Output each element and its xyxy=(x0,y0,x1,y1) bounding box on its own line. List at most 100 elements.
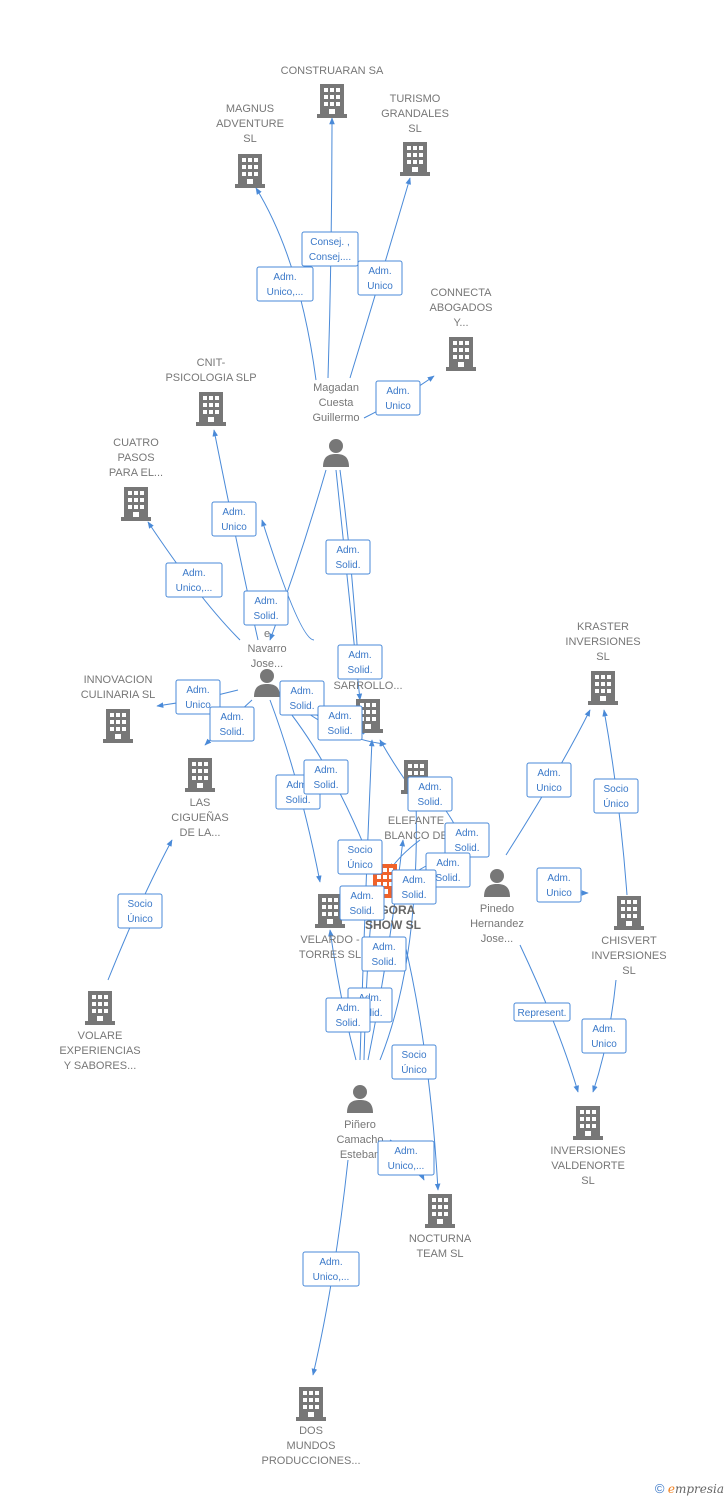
edge-label[interactable]: Adm.Solid. xyxy=(325,539,371,575)
edge-label-text: Unico xyxy=(185,700,211,711)
edge-label-text: Solid. xyxy=(253,611,278,622)
edge-label-text: Adm. xyxy=(273,272,296,283)
edge-label[interactable]: Adm.Unico xyxy=(536,867,582,903)
company-label: Y... xyxy=(453,317,468,329)
edge-label[interactable]: Adm.Unico,... xyxy=(302,1251,360,1287)
building-icon xyxy=(573,1106,603,1140)
edge-label-text: Solid. xyxy=(327,726,352,737)
edge-labels-layer: Consej. ,Consej....Adm.Unico,...Adm.Unic… xyxy=(117,231,639,1287)
edge-label-text: Solid. xyxy=(285,795,310,806)
building-icon xyxy=(400,142,430,176)
edge-label-text: Adm. xyxy=(455,828,478,839)
edge-label-text: Adm. xyxy=(592,1024,615,1035)
main-company-label: SHOW SL xyxy=(365,918,421,932)
edge-label-text: Solid. xyxy=(219,727,244,738)
building-icon xyxy=(296,1387,326,1421)
relationship-edge xyxy=(519,944,579,1093)
edge-label-text: Adm. xyxy=(290,686,313,697)
company-label: CONNECTA xyxy=(431,287,493,299)
edges-layer xyxy=(107,117,628,1376)
edge-label[interactable]: Adm.Unico,... xyxy=(377,1140,435,1176)
edge-label[interactable]: Adm.Solid. xyxy=(391,869,437,905)
edge-label[interactable]: Adm.Unico xyxy=(175,679,221,715)
edge-label[interactable]: Adm.Unico xyxy=(211,501,257,537)
edge-label-text: Socio xyxy=(127,899,152,910)
edge-label[interactable]: Adm.Unico xyxy=(526,762,572,798)
edge-label[interactable]: Adm.Solid. xyxy=(209,706,255,742)
edge-label[interactable]: Adm.Solid. xyxy=(337,644,383,680)
person-node-pinedo[interactable]: PinedoHernandezJose... xyxy=(470,869,524,945)
edge-label-text: Consej.... xyxy=(309,252,351,263)
edge-label[interactable]: Adm. Unico,... xyxy=(256,266,314,302)
edge-label[interactable]: Adm.Unico xyxy=(357,260,403,296)
company-label: MUNDOS xyxy=(287,1440,336,1452)
person-label: Navarro xyxy=(247,643,286,655)
person-label: Jose... xyxy=(251,658,283,670)
person-label: Piñero xyxy=(344,1119,376,1131)
edge-label-text: Socio xyxy=(347,845,372,856)
edge-label-text: Adm. xyxy=(182,568,205,579)
edge-label[interactable]: Represent. xyxy=(513,1002,571,1022)
company-label: LAS xyxy=(190,797,211,809)
edge-label[interactable]: Adm.Unico xyxy=(581,1018,627,1054)
edge-label[interactable]: Adm.Solid. xyxy=(339,885,385,921)
edge-label-text: Adm. xyxy=(547,873,570,884)
building-icon xyxy=(425,1194,455,1228)
edge-label[interactable]: Adm.Solid. xyxy=(279,680,325,716)
edge-label-text: Unico xyxy=(536,783,562,794)
edge-label-text: Unico,... xyxy=(267,287,304,298)
building-icon xyxy=(317,84,347,118)
company-node-dosmundos[interactable]: DOSMUNDOSPRODUCCIONES... xyxy=(261,1387,361,1467)
company-label: PARA EL... xyxy=(109,467,163,479)
company-node-velardo[interactable]: VELARDO -TORRES SL xyxy=(299,894,361,961)
edge-label-text: Solid. xyxy=(335,560,360,571)
edge-label-text: Adm. xyxy=(314,765,337,776)
edge-label-text: Unico,... xyxy=(388,1161,425,1172)
person-icon xyxy=(254,669,280,697)
edge-label[interactable]: Adm.Solid. xyxy=(444,822,490,858)
edge-label[interactable]: Adm.Solid. xyxy=(303,759,349,795)
edge-label[interactable]: Adm.Solid. xyxy=(243,590,289,626)
company-node-construaran[interactable]: CONSTRUARAN SA xyxy=(281,65,384,118)
edge-label-text: Consej. , xyxy=(310,237,349,248)
building-icon xyxy=(121,487,151,521)
company-label: EXPERIENCIAS xyxy=(59,1045,140,1057)
edge-label-text: Adm. xyxy=(328,711,351,722)
relationship-edge xyxy=(261,519,315,641)
building-icon xyxy=(588,671,618,705)
edge-label[interactable]: Consej. , Consej.... xyxy=(301,231,359,267)
edge-label[interactable]: Adm.Solid. xyxy=(325,997,371,1033)
building-icon xyxy=(235,154,265,188)
edge-label[interactable]: Adm.Solid. xyxy=(361,936,407,972)
edge-label-text: Solid. xyxy=(417,797,442,808)
edge-label[interactable]: Adm.Solid. xyxy=(407,776,453,812)
company-node-connecta[interactable]: CONNECTAABOGADOSY... xyxy=(430,287,493,371)
edge-label[interactable]: Adm. Solid. xyxy=(317,705,363,741)
building-icon xyxy=(446,337,476,371)
edge-label[interactable]: Adm.Unico,... xyxy=(165,562,223,598)
edge-label-text: Adm. xyxy=(350,891,373,902)
company-node-cnit[interactable]: CNIT-PSICOLOGIA SLP xyxy=(165,357,257,426)
edge-label-text: Único xyxy=(401,1063,427,1076)
company-label: INNOVACION xyxy=(84,674,153,686)
edge-label-text: Único xyxy=(603,797,629,810)
company-label: VOLARE xyxy=(78,1030,123,1042)
edge-label[interactable]: Adm.Unico xyxy=(375,380,421,416)
